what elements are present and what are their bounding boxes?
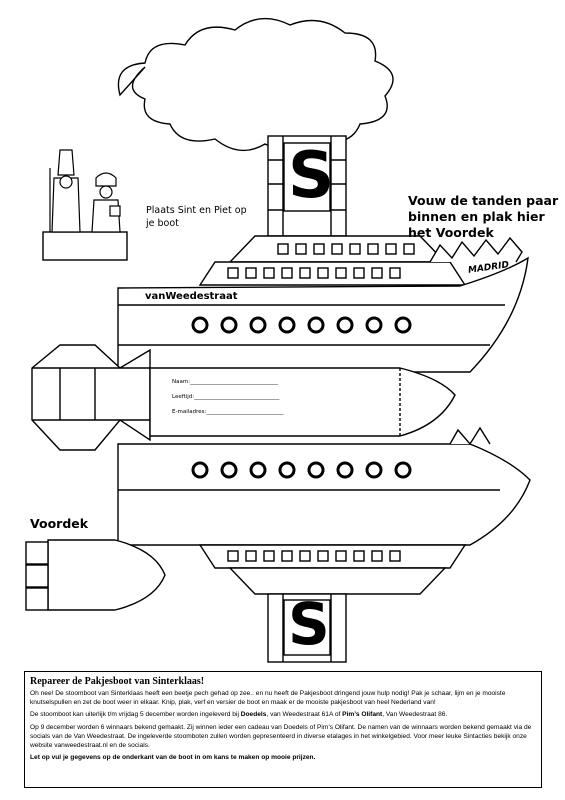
cabin-windows (277, 243, 415, 255)
funnel-letter-lower: S (288, 590, 330, 658)
side-flaps (31, 344, 151, 451)
info-winners: Op 9 december worden 6 winnaars bekend g… (30, 723, 532, 750)
fold-teeth-note: Vouw de tanden paar binnen en plak hier … (408, 193, 559, 240)
upper-hull (117, 256, 529, 373)
bow-teeth (429, 236, 523, 263)
portholes (191, 316, 412, 334)
sint-piet-figures (49, 149, 121, 233)
place-sint-piet-note: Plaats Sint en Piet op je boot (146, 205, 247, 229)
lower-hull (117, 443, 531, 546)
name-field[interactable]: Naam:________________________________ (172, 379, 279, 385)
funnel-letter: S (288, 139, 335, 213)
age-field[interactable]: Leeftijd:_______________________________ (172, 394, 280, 400)
sint-piet-card (42, 231, 128, 261)
info-intro: Oh nee! De stoomboot van Sinterklaas hee… (30, 690, 506, 707)
lower-cabin (198, 261, 467, 286)
store-logo: vanWeedestraat (145, 291, 238, 302)
info-dropoff: De stoomboot kan uiterlijk t/m vrijdag 5… (30, 711, 448, 719)
bottom-panel (149, 367, 456, 437)
info-title: Repareer de Pakjesboot van Sinterklaas! (30, 676, 205, 687)
email-field[interactable]: E-mailadres:____________________________ (172, 409, 284, 415)
smoke-cloud (117, 17, 394, 152)
info-note: Let op vul je gegevens op de onderkant v… (30, 754, 316, 762)
voordek-label: Voordek (30, 516, 89, 531)
voordek-piece (47, 539, 166, 611)
info-box: Repareer de Pakjesboot van Sinterklaas! … (24, 671, 542, 788)
boat-cutout-drawing (25, 17, 531, 663)
